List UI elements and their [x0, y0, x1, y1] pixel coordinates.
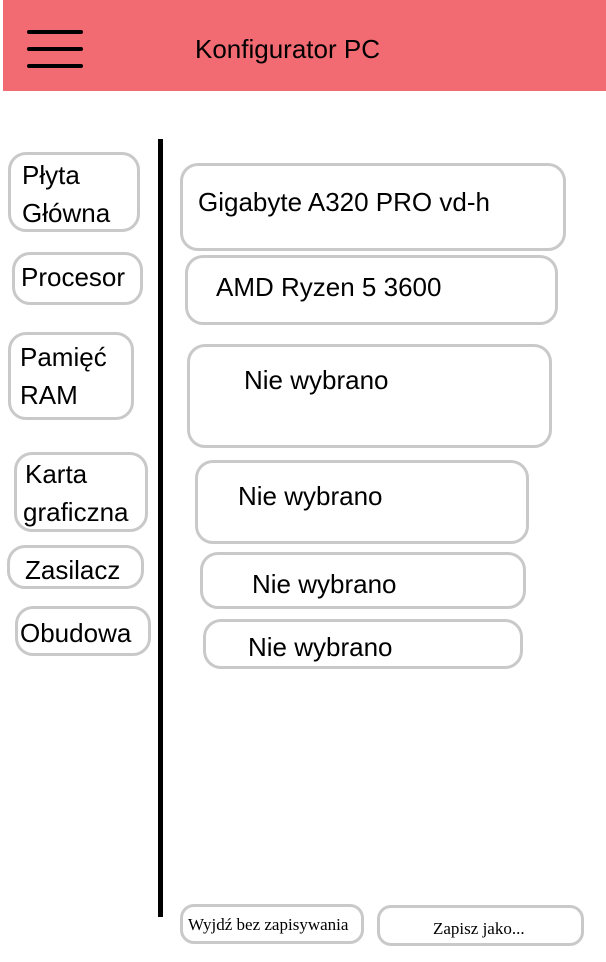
category-label: Procesor — [21, 262, 126, 292]
category-label-line1: Płyta — [22, 160, 80, 190]
selection-zasilacz[interactable]: Nie wybrano — [200, 552, 526, 609]
selection-value: Nie wybrano — [238, 481, 383, 511]
category-karta-graficzna[interactable]: Karta graficzna — [14, 452, 148, 532]
category-procesor[interactable]: Procesor — [12, 252, 143, 305]
category-label-line2: RAM — [20, 380, 78, 410]
selection-procesor[interactable]: AMD Ryzen 5 3600 — [185, 255, 558, 325]
category-label-line1: Pamięć — [20, 342, 107, 372]
selection-plyta-glowna[interactable]: Gigabyte A320 PRO vd-h — [180, 163, 566, 251]
save-as-button[interactable]: Zapisz jako... — [377, 905, 584, 946]
category-label: Zasilacz — [25, 555, 121, 585]
selection-value: Nie wybrano — [244, 365, 389, 395]
hamburger-menu-icon[interactable] — [27, 30, 83, 70]
page-title: Konfigurator PC — [195, 34, 380, 64]
selection-value: Nie wybrano — [248, 632, 393, 662]
selection-pamiec-ram[interactable]: Nie wybrano — [187, 344, 552, 448]
vertical-divider — [158, 139, 163, 917]
selection-value: Nie wybrano — [252, 569, 397, 599]
exit-button-label: Wyjdź bez zapisywania — [188, 915, 349, 934]
app-header: Konfigurator PC — [3, 0, 606, 91]
category-label-line1: Karta — [25, 459, 88, 489]
category-label-line2: Główna — [22, 198, 111, 228]
selection-value: Gigabyte A320 PRO vd-h — [198, 187, 490, 217]
save-button-label: Zapisz jako... — [433, 919, 525, 938]
category-pamiec-ram[interactable]: Pamięć RAM — [8, 332, 134, 420]
category-label: Obudowa — [20, 618, 132, 648]
category-obudowa[interactable]: Obudowa — [15, 606, 151, 656]
category-plyta-glowna[interactable]: Płyta Główna — [8, 152, 140, 232]
exit-without-saving-button[interactable]: Wyjdź bez zapisywania — [180, 904, 364, 944]
category-label-line2: graficzna — [23, 497, 129, 527]
selection-obudowa[interactable]: Nie wybrano — [203, 619, 523, 669]
selection-value: AMD Ryzen 5 3600 — [216, 272, 442, 302]
selection-karta-graficzna[interactable]: Nie wybrano — [195, 460, 529, 544]
category-zasilacz[interactable]: Zasilacz — [7, 545, 144, 589]
